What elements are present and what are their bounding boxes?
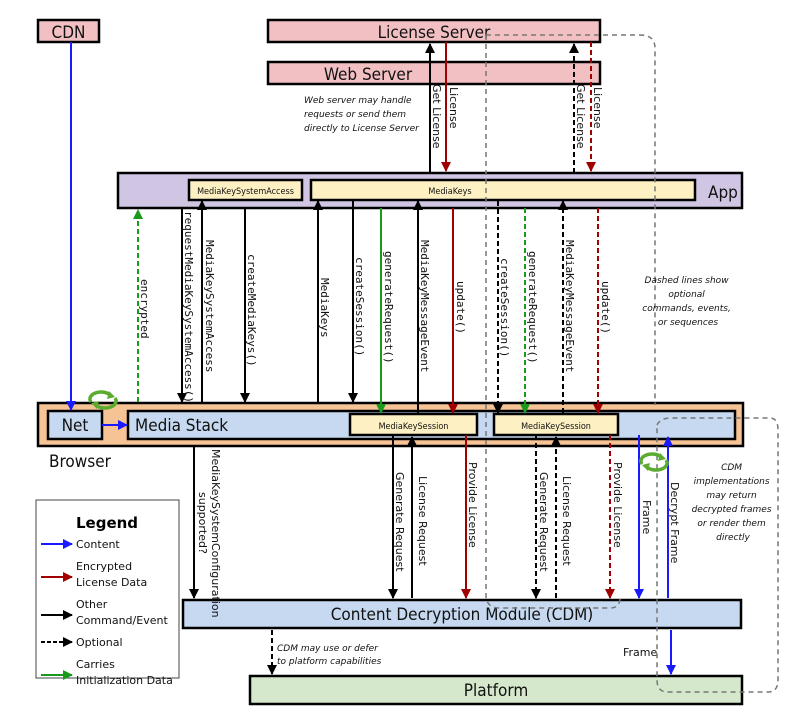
get-license-label: Get License	[430, 84, 443, 149]
create-mediakeys-label: createMediaKeys()	[245, 254, 258, 367]
svg-text:MediaKeySession: MediaKeySession	[521, 422, 591, 432]
provide-license-label: Provide License	[466, 462, 479, 548]
provide-license-optional-label: Provide License	[611, 462, 624, 548]
app-label: App	[708, 183, 738, 203]
decrypt-frame-label: Decrypt Frame	[668, 482, 681, 564]
cdn-label: CDN	[52, 23, 86, 43]
legend-label: Content	[76, 538, 120, 551]
dashed-lines-note: Dashed lines show optional commands, eve…	[642, 276, 733, 328]
mksa-label: MediaKeySystemAccess	[197, 187, 294, 197]
license-request-label: License Request	[416, 476, 429, 566]
web-server-note: Web server may handle requests or send t…	[304, 96, 420, 134]
legend-label: Carries	[76, 658, 115, 671]
legend-label: Command/Event	[76, 614, 168, 627]
cdm-implementation-outline	[656, 417, 779, 693]
license-optional-label: License	[591, 87, 604, 129]
update-label: update()	[454, 281, 467, 334]
legend-label: Initialization Data	[76, 674, 173, 687]
web-server-box: Web Server	[266, 60, 602, 86]
generate-request-label: generateRequest()	[382, 251, 395, 364]
cdm-implementations-note: CDM implementations may return decrypted…	[692, 463, 775, 543]
mksa-box: MediaKeySystemAccess	[187, 178, 304, 202]
net-label: Net	[62, 416, 89, 436]
svg-text:MediaKeySession: MediaKeySession	[379, 422, 449, 432]
decrypt-cycle-icon	[639, 452, 669, 472]
mk-message-event-optional-label: MediaKeyMessageEvent	[563, 240, 576, 372]
mk-message-event-label: MediaKeyMessageEvent	[418, 240, 431, 372]
request-mksa-label: requestMediaKeySystemAccess()	[182, 211, 195, 403]
web-server-label: Web Server	[324, 65, 413, 85]
frame-to-platform-label: Frame	[623, 646, 658, 659]
get-license-optional-label: Get License	[574, 84, 587, 149]
generate-request-cdm-label: Generate Request	[393, 472, 406, 572]
legend-label: Other	[76, 598, 108, 611]
arrow-labels: Get License License Get License License encr…	[138, 84, 681, 618]
frame-label: Frame	[640, 500, 653, 535]
platform-label: Platform	[464, 681, 528, 701]
media-stack-label: Media Stack	[135, 416, 228, 436]
legend-title: Legend	[76, 514, 138, 532]
browser-label: Browser	[49, 452, 112, 472]
legend-item: Optional	[41, 636, 123, 649]
optional-sequence-outline	[485, 34, 656, 609]
mediakeys-label: MediaKeys	[318, 278, 331, 338]
update-optional-label: update()	[599, 281, 612, 334]
mksa-label: MediaKeySystemAccess	[203, 240, 216, 372]
license-server-label: License Server	[378, 23, 491, 43]
cdm-label: Content Decryption Module (CDM)	[331, 605, 594, 625]
license-request-optional-label: License Request	[560, 476, 573, 566]
mediakeys-label: MediaKeys	[428, 187, 471, 197]
cdm-box: Content Decryption Module (CDM)	[181, 598, 743, 630]
legend-label: License Data	[76, 576, 147, 589]
license-server-box: License Server	[266, 18, 602, 44]
mediakeys-box: MediaKeys	[309, 178, 697, 202]
mksc-supported-label-1: MediaKeySystemConfiguration	[209, 449, 222, 618]
legend-label: Optional	[76, 636, 123, 649]
net-box: Net	[46, 409, 104, 441]
legend-item: Content	[41, 538, 120, 551]
generate-request-cdm-optional-label: Generate Request	[537, 472, 550, 572]
generate-request-optional-label: generateRequest()	[526, 251, 539, 364]
encrypted-label: encrypted	[138, 279, 151, 339]
cdm-platform-note: CDM may use or defer to platform capabil…	[277, 644, 382, 667]
legend-label: Encrypted	[76, 560, 132, 573]
media-key-session-2: MediaKeySession	[492, 412, 620, 437]
media-key-session-1: MediaKeySession	[348, 412, 479, 437]
platform-box: Platform	[248, 674, 744, 706]
create-session-optional-label: createSession()	[498, 258, 511, 357]
arrows	[66, 42, 676, 675]
create-session-label: createSession()	[353, 257, 366, 356]
net-cycle-icon	[88, 390, 118, 410]
mksc-supported-label-2: supported?	[196, 492, 209, 554]
cdn-box: CDN	[36, 18, 101, 44]
license-label: License	[447, 87, 460, 129]
